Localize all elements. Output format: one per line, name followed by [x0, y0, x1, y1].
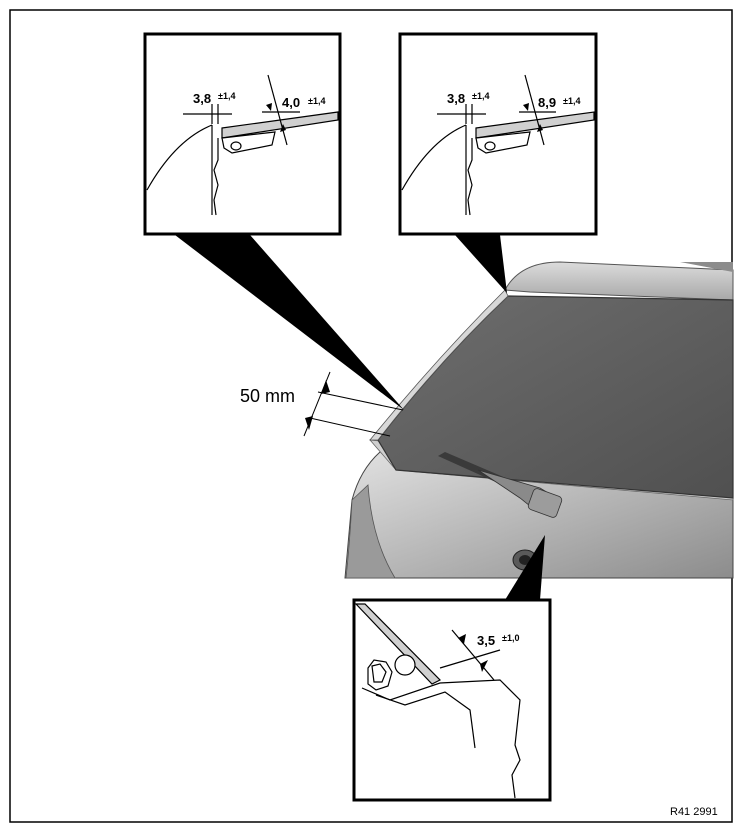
inset-top-right-offset-value: 8,9 — [538, 95, 556, 110]
inset-top-right-offset-tolerance: ±1,4 — [563, 96, 580, 106]
inset-top-left-offset-tolerance: ±1,4 — [308, 96, 325, 106]
distance-dimension — [303, 371, 404, 437]
inset-bottom-offset-tolerance: ±1,0 — [502, 633, 519, 643]
callout-wedge-bottom — [505, 535, 545, 600]
c-pillar — [369, 289, 509, 441]
inset-top-left: 3,8 ±1,4 4,0 ±1,4 — [143, 32, 342, 236]
inset-top-right: 3,8 ±1,4 8,9 ±1,4 — [398, 32, 598, 236]
inset-bottom: 3,5 ±1,0 — [352, 598, 552, 802]
car-roof — [504, 261, 734, 301]
rear-wiper — [438, 452, 563, 518]
inset-bottom-offset-value: 3,5 — [477, 633, 495, 648]
inset-top-left-gap-tolerance: ±1,4 — [218, 91, 235, 101]
inset-top-left-gap-value: 3,8 — [193, 91, 211, 106]
quarter-panel — [345, 484, 396, 579]
callout-wedge-top-left — [175, 235, 404, 410]
roof-rail — [680, 262, 733, 272]
car-rear-illustration — [344, 261, 734, 579]
reference-number: R41 2991 — [670, 806, 718, 818]
inset-top-right-gap-value: 3,8 — [447, 91, 465, 106]
inset-top-right-gap-tolerance: ±1,4 — [472, 91, 489, 101]
inset-top-left-offset-value: 4,0 — [282, 95, 300, 110]
callout-wedge-top-right — [455, 235, 507, 293]
distance-label: 50 mm — [240, 386, 295, 406]
